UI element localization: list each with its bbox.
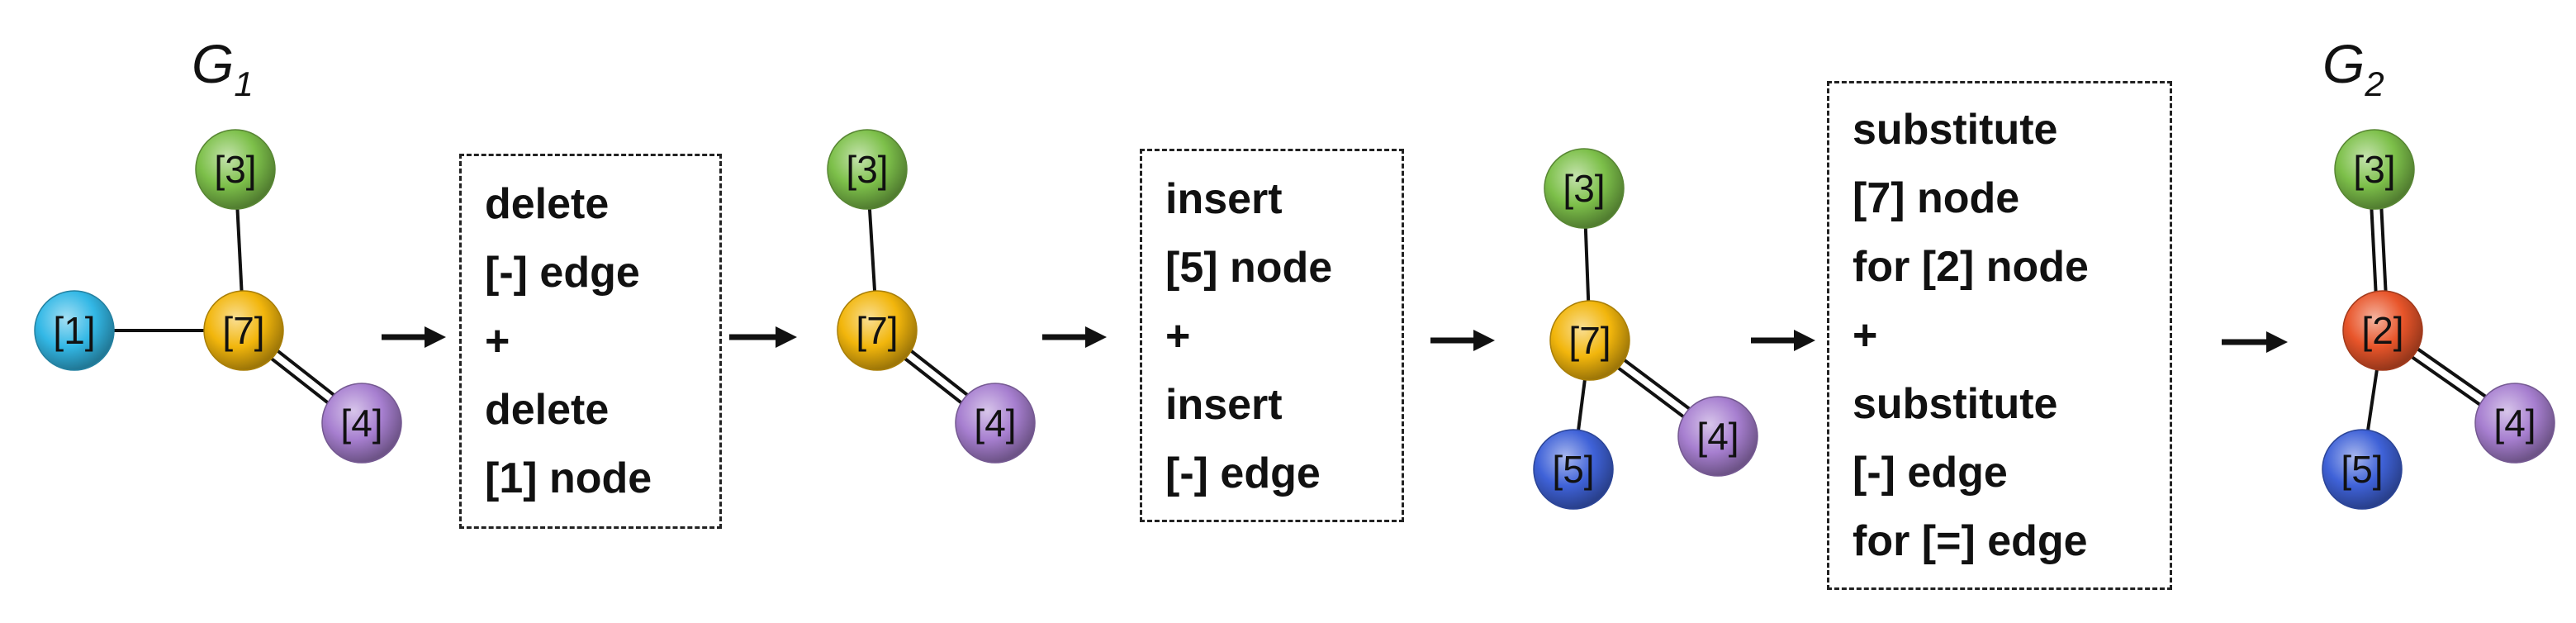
operation-line: [5] node <box>1165 244 1333 292</box>
atom-label: [4] <box>340 402 382 445</box>
molecules: [3][1][7][4][3][7][4][3][7][5][4][3][2][… <box>34 129 2555 510</box>
atom-node: [4] <box>955 383 1036 464</box>
molecule-g1: [3] [1] [7] [4] <box>34 129 402 464</box>
atom-label: [7] <box>856 309 898 352</box>
atom-label: [3] <box>214 148 256 191</box>
flow-arrow <box>1751 330 1815 351</box>
operation-line: [7] node <box>1853 174 2020 222</box>
atom-node: [2] <box>2342 290 2423 371</box>
atom-label: [3] <box>1563 167 1605 210</box>
atom-label: [5] <box>2341 448 2383 491</box>
edit-operation-box: insert [5] node + insert [-] edge <box>1140 149 1404 522</box>
operation-line: delete <box>485 386 610 434</box>
atom-label: [4] <box>1696 415 1739 458</box>
atom-label: [4] <box>2493 402 2536 445</box>
edit-operation-box: substitute [7] node for [2] node + substitut… <box>1827 81 2172 590</box>
operation-line: insert <box>1165 381 1283 429</box>
edit-operation-box: delete [-] edge + delete [1] node <box>459 154 722 529</box>
molecule-step1: [3] [7] [4] <box>827 129 1036 464</box>
atom-node: [3] <box>1544 148 1625 229</box>
atom-node: [3] <box>2334 129 2415 210</box>
g2-title-sub: 2 <box>2364 64 2384 103</box>
atom-node: [1] <box>34 290 115 371</box>
operation-line: substitute <box>1853 106 2058 154</box>
atom-label: [5] <box>1552 448 1594 491</box>
atom-node: [5] <box>2322 429 2403 510</box>
operation-line: [-] edge <box>485 249 640 297</box>
atom-node: [4] <box>2474 383 2555 464</box>
atom-label: [3] <box>2353 148 2395 191</box>
flow-arrow <box>1042 326 1107 348</box>
flow-arrow <box>382 326 446 348</box>
operation-line: [1] node <box>485 454 652 502</box>
operation-line: + <box>485 317 510 365</box>
atom-label: [2] <box>2361 309 2403 352</box>
atom-label: [3] <box>846 148 888 191</box>
atom-label: [7] <box>1568 319 1611 362</box>
operation-line: substitute <box>1853 380 2058 428</box>
flow-arrow <box>2222 331 2288 353</box>
g1-title-name: G <box>192 33 234 94</box>
atom-node: [3] <box>827 129 908 210</box>
operation-line: [-] edge <box>1165 449 1321 497</box>
arrows <box>382 326 2288 353</box>
g1-title-sub: 1 <box>234 64 253 103</box>
atom-node: [7] <box>1549 300 1630 381</box>
atom-node: [7] <box>203 290 284 371</box>
operation-line: for [2] node <box>1853 243 2089 291</box>
molecule-step2: [3] [7] [5] [4] <box>1533 148 1758 510</box>
operation-line: delete <box>485 180 610 228</box>
atom-label: [7] <box>222 309 264 352</box>
operation-line: + <box>1853 312 1878 359</box>
operation-line: for [=] edge <box>1853 517 2088 565</box>
atom-node: [5] <box>1533 429 1614 510</box>
molecule-g2: [3] [2] [5] [4] <box>2322 129 2555 510</box>
flow-arrow <box>1430 330 1495 351</box>
operation-line: [-] edge <box>1853 449 2008 497</box>
atom-label: [4] <box>974 402 1016 445</box>
operation-line: insert <box>1165 175 1283 223</box>
atom-node: [4] <box>1677 396 1758 477</box>
flow-arrow <box>729 326 797 348</box>
operation-line: + <box>1165 312 1191 360</box>
atom-node: [7] <box>837 290 918 371</box>
g2-title-name: G <box>2322 33 2365 94</box>
g1-title: G1 <box>192 33 254 103</box>
g2-title: G2 <box>2322 33 2384 103</box>
atom-label: [1] <box>53 309 95 352</box>
atom-node: [4] <box>321 383 402 464</box>
atom-node: [3] <box>195 129 276 210</box>
